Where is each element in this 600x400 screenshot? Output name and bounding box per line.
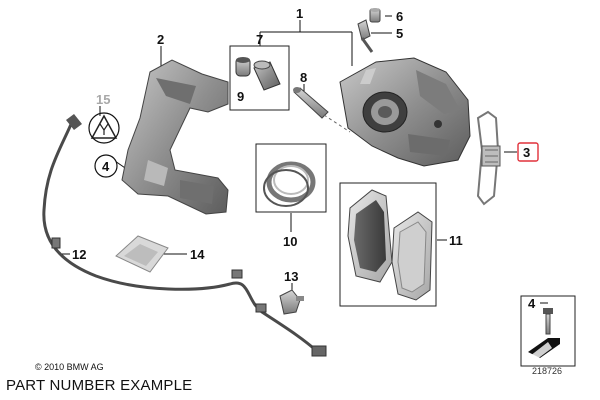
copyright-notice: © 2010 BMW AG: [35, 362, 104, 372]
callout-7[interactable]: 7: [256, 32, 263, 47]
arrow-icon: [528, 338, 560, 360]
kit-box-11: [339, 182, 437, 307]
guide-bushing-part[interactable]: [235, 57, 281, 91]
cable-clip-part[interactable]: [279, 289, 304, 315]
diagram-id: 218726: [532, 366, 563, 376]
diagram-caption: PART NUMBER EXAMPLE: [6, 377, 193, 394]
brake-caliper-part[interactable]: [339, 57, 471, 167]
callout-4[interactable]: 4: [102, 159, 110, 174]
grease-packet-part[interactable]: [115, 235, 169, 273]
callout-9[interactable]: 9: [237, 89, 244, 104]
anti-rattle-clip-part[interactable]: [476, 110, 501, 206]
callout-11[interactable]: 11: [449, 233, 463, 248]
callout-3[interactable]: 3: [523, 145, 530, 160]
callout-labels: 1 2 3 4 5 6 7 8 9 10 11 12 13 14 15 4: [72, 6, 536, 311]
piston-seal-part[interactable]: [263, 161, 316, 207]
bleeder-valve-part[interactable]: [357, 19, 374, 53]
screw-part[interactable]: [543, 308, 553, 335]
callout-2[interactable]: 2: [157, 32, 164, 47]
callout-14[interactable]: 14: [190, 247, 205, 262]
callout-8[interactable]: 8: [300, 70, 307, 85]
callout-circle-4: [94, 154, 118, 178]
callout-box-3: [517, 142, 539, 162]
brake-pads-part[interactable]: [347, 189, 433, 301]
callout-10[interactable]: 10: [283, 234, 297, 249]
callout-1[interactable]: 1: [296, 6, 303, 21]
kit-box-screw: [520, 295, 576, 367]
kit-box-10: [255, 143, 327, 213]
callout-4-screw[interactable]: 4: [528, 296, 536, 311]
guide-bolt-part[interactable]: [293, 87, 351, 133]
callout-13[interactable]: 13: [284, 269, 298, 284]
wear-sensor-cable-part[interactable]: [42, 114, 327, 357]
callout-12[interactable]: 12: [72, 247, 86, 262]
warning-triangle-icon: [90, 114, 118, 139]
callout-5[interactable]: 5: [396, 26, 403, 41]
callout-6[interactable]: 6: [396, 9, 403, 24]
caliper-carrier-part[interactable]: [121, 59, 229, 215]
callout-circle-15: [88, 112, 120, 144]
kit-box-7: [229, 45, 290, 111]
callout-15[interactable]: 15: [96, 92, 110, 107]
bleeder-cap-part[interactable]: [369, 8, 381, 23]
